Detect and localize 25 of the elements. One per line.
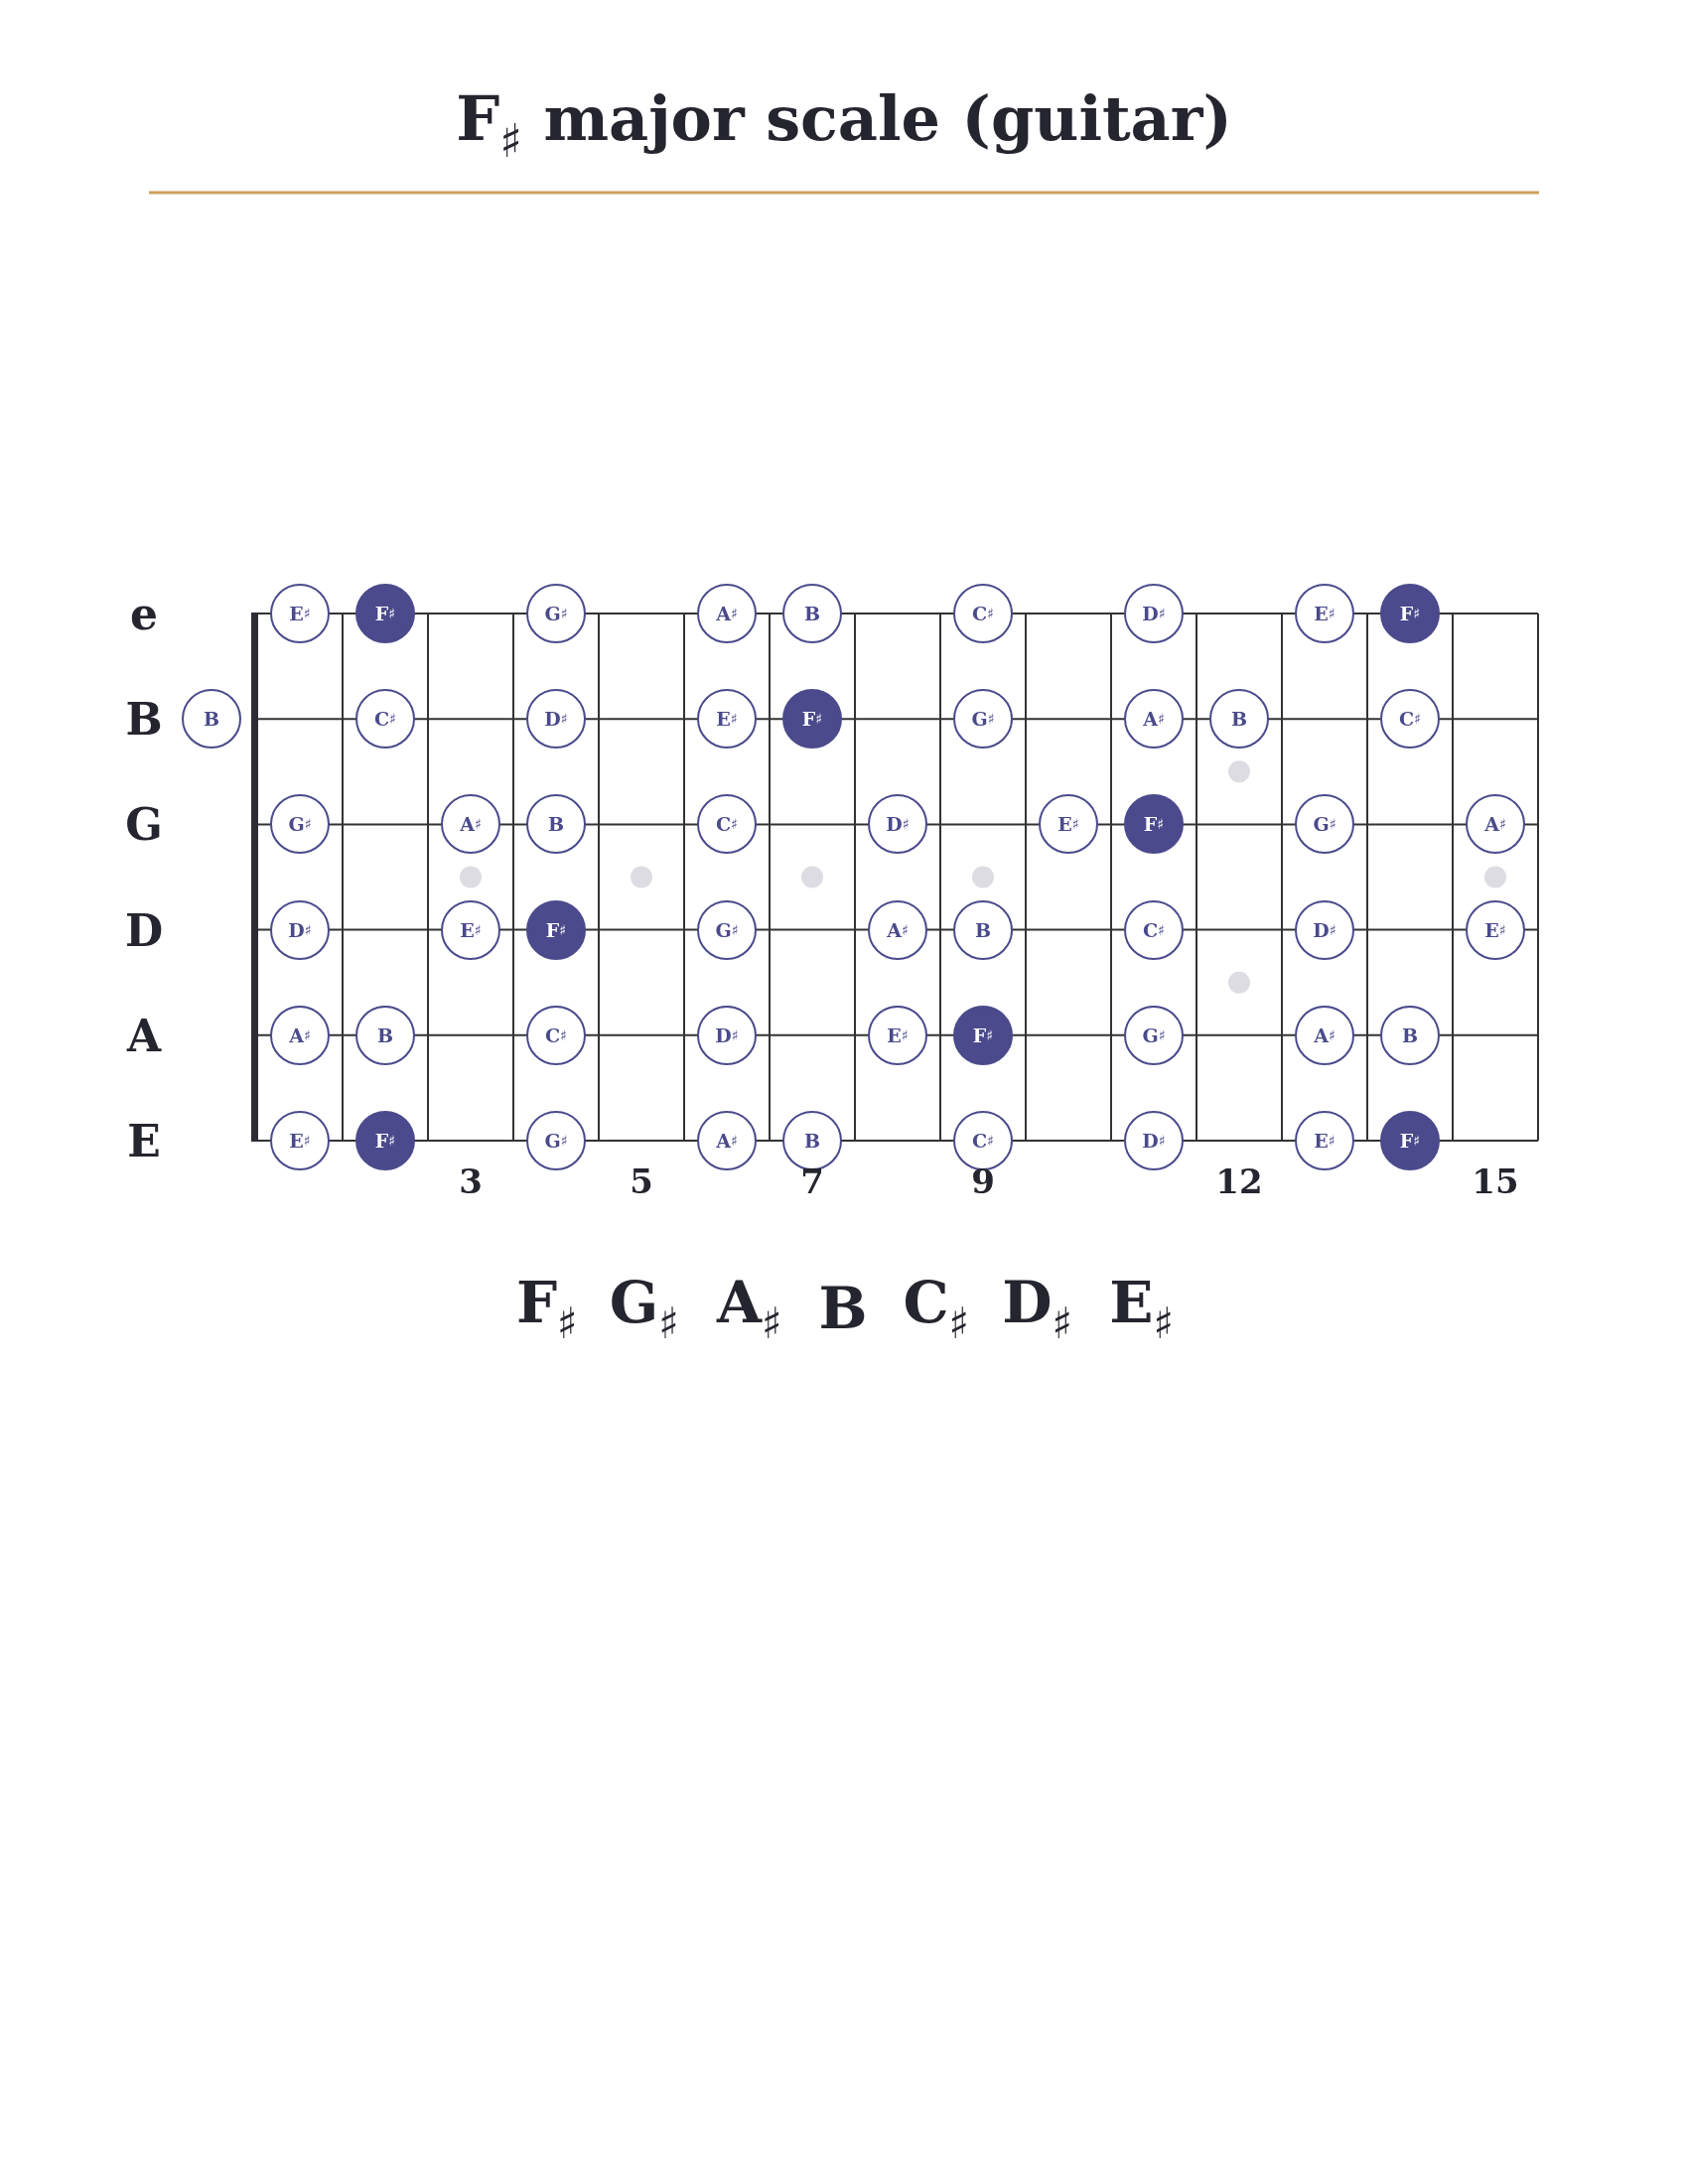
note-marker: B	[953, 899, 1013, 960]
fret-number: 15	[1472, 1161, 1519, 1201]
string-name: G	[125, 798, 163, 850]
string-name: D	[124, 904, 164, 956]
note-marker: B	[1209, 689, 1269, 750]
scale-note: F$_{♯}$	[515, 1269, 579, 1348]
string-name: e	[130, 588, 158, 639]
scale-note: B	[818, 1275, 868, 1342]
fret-number: 3	[459, 1161, 483, 1201]
title: F$_{♯}$ major scale (guitar)	[456, 82, 1232, 168]
scale-note: E$_{♯}$	[1109, 1269, 1175, 1348]
note-marker: B	[526, 794, 586, 855]
scale-note: D$_{♯}$	[1002, 1269, 1073, 1348]
scale-note: G$_{♯}$	[609, 1269, 680, 1348]
note-marker: B	[1380, 1005, 1440, 1065]
string-name: E	[127, 1115, 161, 1166]
scale-note: A$_{♯}$	[716, 1269, 783, 1348]
string-name: A	[126, 1010, 162, 1061]
note-marker: B	[355, 1005, 415, 1065]
fret-number: 5	[630, 1161, 653, 1201]
string-name: B	[125, 693, 163, 745]
fret-number: 12	[1215, 1161, 1263, 1201]
scale-note: C$_{♯}$	[903, 1269, 970, 1348]
note-marker: B	[782, 584, 842, 643]
note-marker: B	[182, 689, 241, 750]
